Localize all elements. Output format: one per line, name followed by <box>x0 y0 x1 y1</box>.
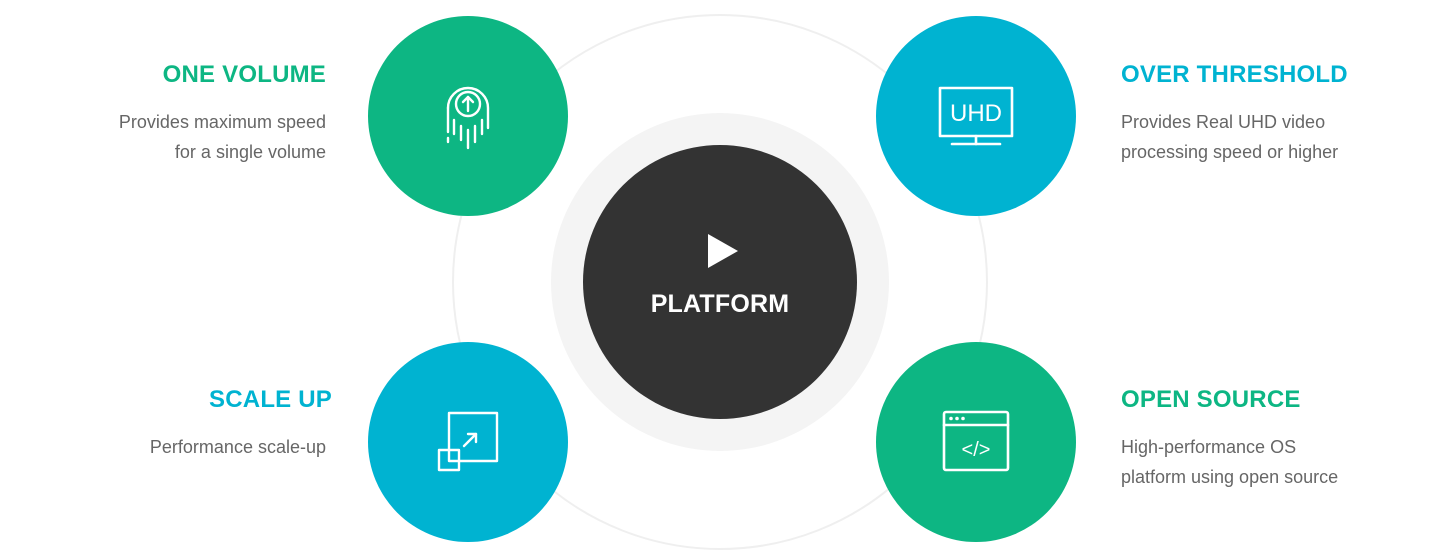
scale-up-feature: SCALE UP Performance scale-up <box>150 386 332 462</box>
scale-up-description: Performance scale-up <box>149 437 326 457</box>
scale-up-icon <box>437 411 499 472</box>
uhd-icon-text: UHD <box>950 100 1002 127</box>
one-volume-node <box>368 16 568 216</box>
over-threshold-title: OVER THRESHOLD <box>1121 61 1348 88</box>
one-volume-feature: ONE VOLUME Provides maximum speed for a … <box>119 61 326 167</box>
platform-label: PLATFORM <box>650 289 790 318</box>
platform-core: PLATFORM <box>583 145 857 419</box>
open-source-feature: OPEN SOURCE High-performance OS platform… <box>1121 386 1338 492</box>
outer-ring <box>452 14 988 550</box>
open-source-description: High-performance OS platform using open … <box>1121 437 1339 487</box>
speed-upload-icon <box>446 86 490 150</box>
play-icon <box>708 233 738 268</box>
code-icon-text: </> <box>962 439 991 461</box>
over-threshold-description: Provides Real UHD video processing speed… <box>1121 112 1339 162</box>
open-source-node: </> <box>876 342 1076 542</box>
one-volume-title: ONE VOLUME <box>162 61 326 88</box>
over-threshold-feature: OVER THRESHOLD Provides Real UHD video p… <box>1121 61 1348 167</box>
code-window-icon: </> <box>942 410 1010 472</box>
one-volume-description: Provides maximum speed for a single volu… <box>118 112 326 162</box>
scale-up-node <box>368 342 568 542</box>
over-threshold-node: UHD <box>876 16 1076 216</box>
open-source-title: OPEN SOURCE <box>1121 386 1301 413</box>
uhd-monitor-icon: UHD <box>938 86 1014 146</box>
scale-up-title: SCALE UP <box>209 386 332 413</box>
